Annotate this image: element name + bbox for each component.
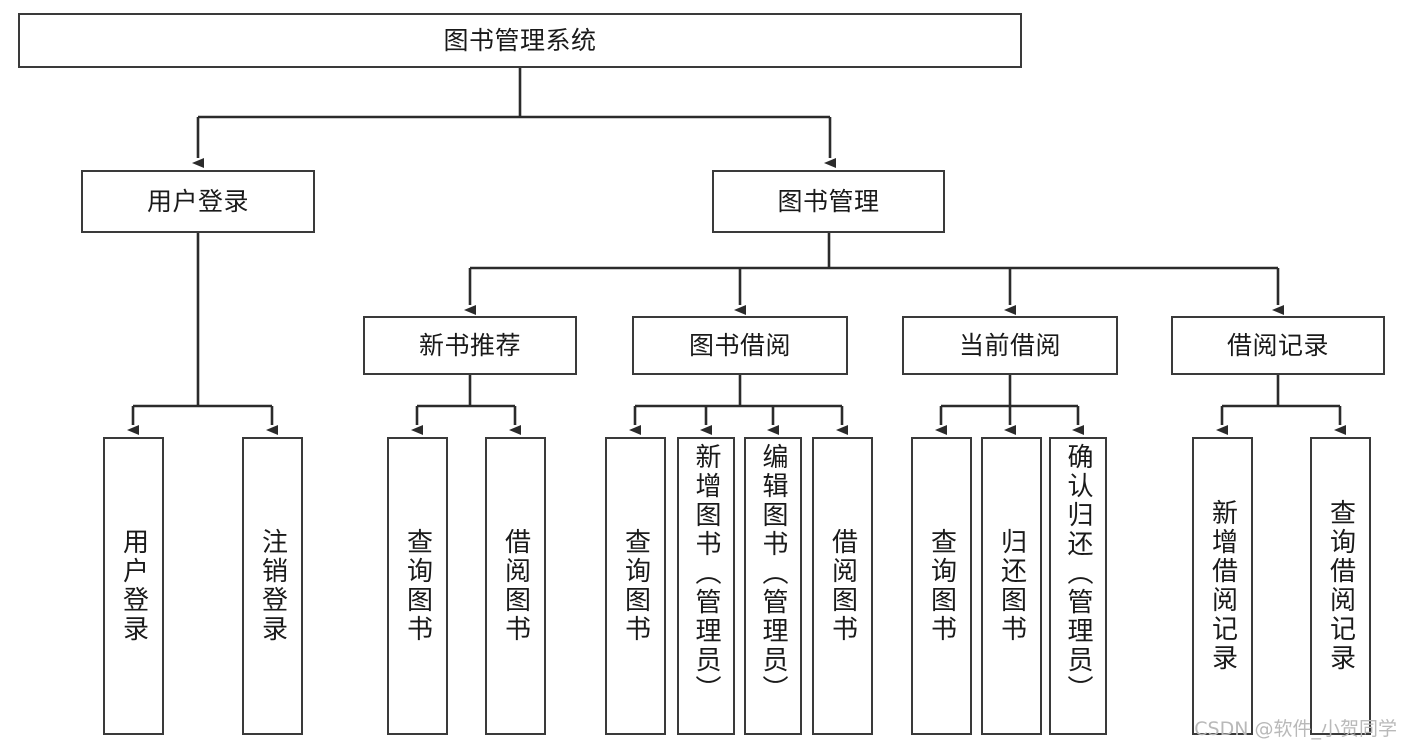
leaf-return-book[interactable]: 归还图书 bbox=[981, 437, 1042, 735]
node-new-book-recommend[interactable]: 新书推荐 bbox=[363, 316, 577, 375]
node-current-borrow[interactable]: 当前借阅 bbox=[902, 316, 1118, 375]
node-label: 当前借阅 bbox=[958, 331, 1061, 360]
leaf-confirm-return-admin[interactable]: 确认归还（管理员） bbox=[1049, 437, 1107, 735]
node-label: 借阅图书 bbox=[827, 528, 858, 644]
node-label: 查询图书 bbox=[402, 528, 433, 644]
node-label: 图书管理 bbox=[777, 187, 880, 216]
node-user-login[interactable]: 用户登录 bbox=[81, 170, 315, 233]
node-label: 查询借阅记录 bbox=[1325, 499, 1356, 673]
node-label: 借阅记录 bbox=[1226, 331, 1329, 360]
leaf-logout[interactable]: 注销登录 bbox=[242, 437, 303, 735]
leaf-query-book-current[interactable]: 查询图书 bbox=[911, 437, 972, 735]
leaf-add-borrow-record[interactable]: 新增借阅记录 bbox=[1192, 437, 1253, 735]
node-label: 确认归还（管理员） bbox=[1063, 443, 1093, 704]
leaf-query-book-recommend[interactable]: 查询图书 bbox=[387, 437, 448, 735]
node-label: 新增图书（管理员） bbox=[691, 443, 721, 704]
leaf-borrow-book[interactable]: 借阅图书 bbox=[812, 437, 873, 735]
node-book-borrow[interactable]: 图书借阅 bbox=[632, 316, 848, 375]
node-borrow-record[interactable]: 借阅记录 bbox=[1171, 316, 1385, 375]
node-label: 新增借阅记录 bbox=[1207, 499, 1238, 673]
leaf-add-book-admin[interactable]: 新增图书（管理员） bbox=[677, 437, 735, 735]
leaf-borrow-book-recommend[interactable]: 借阅图书 bbox=[485, 437, 546, 735]
node-label: 用户登录 bbox=[146, 187, 249, 216]
node-label: 查询图书 bbox=[926, 528, 957, 644]
leaf-user-login[interactable]: 用户登录 bbox=[103, 437, 164, 735]
node-label: 新书推荐 bbox=[418, 331, 521, 360]
node-label: 用户登录 bbox=[118, 528, 149, 644]
node-label: 注销登录 bbox=[257, 528, 288, 644]
node-label: 归还图书 bbox=[996, 528, 1027, 644]
node-label: 查询图书 bbox=[620, 528, 651, 644]
leaf-query-book-borrow[interactable]: 查询图书 bbox=[605, 437, 666, 735]
node-root-book-management-system[interactable]: 图书管理系统 bbox=[18, 13, 1022, 68]
csdn-watermark: CSDN @软件_小贺同学 bbox=[1194, 718, 1397, 740]
node-label: 借阅图书 bbox=[500, 528, 531, 644]
node-label: 编辑图书（管理员） bbox=[758, 443, 788, 704]
node-book-management[interactable]: 图书管理 bbox=[712, 170, 945, 233]
node-label: 图书管理系统 bbox=[443, 26, 597, 55]
leaf-edit-book-admin[interactable]: 编辑图书（管理员） bbox=[744, 437, 802, 735]
node-label: 图书借阅 bbox=[688, 331, 791, 360]
leaf-query-borrow-record[interactable]: 查询借阅记录 bbox=[1310, 437, 1371, 735]
